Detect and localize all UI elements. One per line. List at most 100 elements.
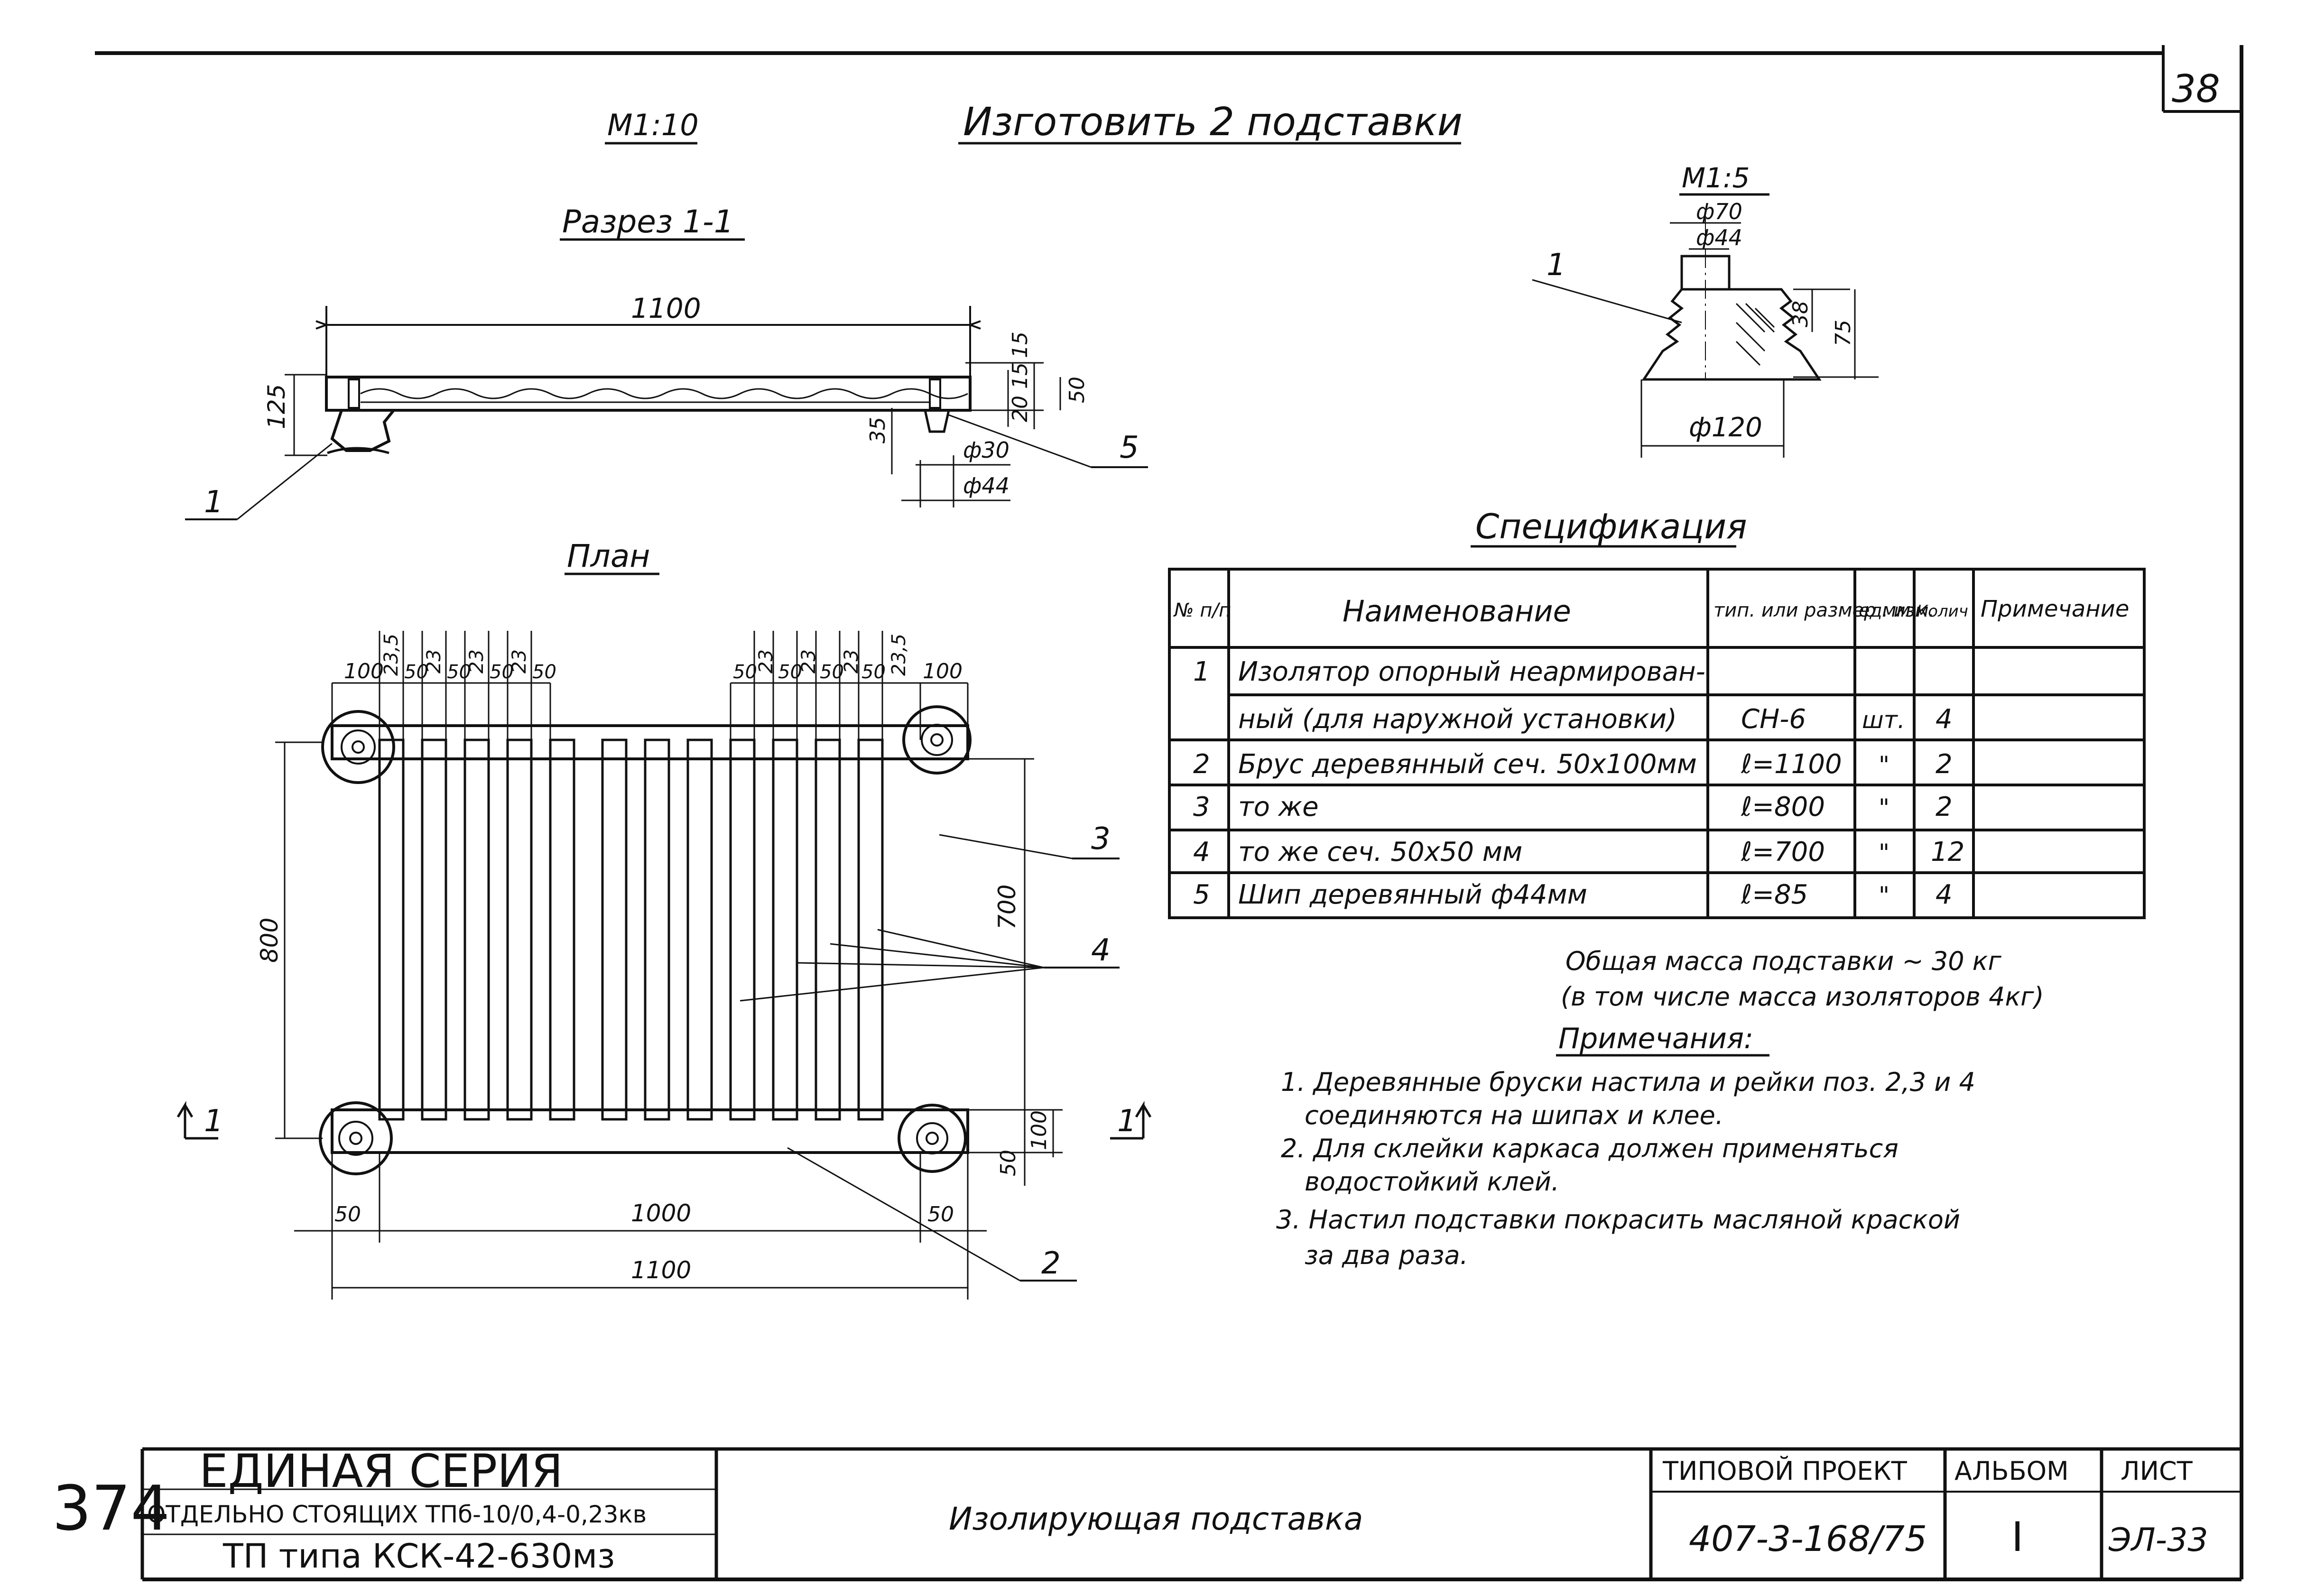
section-dim-50: 50: [1065, 377, 1089, 403]
plan-dim-top-l2: 50: [404, 661, 428, 683]
spec-header-note: Примечание: [1981, 596, 2129, 622]
plan-dim-top-r0: 50: [733, 661, 757, 683]
album-label: АЛЬБОМ: [1954, 1456, 2069, 1486]
spec-cell-name: Изолятор опорный неармирован-: [1238, 656, 1705, 687]
table-row: 5 Шип деревянный ф44мм ℓ=85 " 4: [1193, 879, 1953, 910]
section-mark-right: [1110, 1100, 1152, 1140]
spec-cell-num: 1: [1193, 656, 1210, 687]
plan-dim-top-r7: 23,5: [888, 634, 910, 676]
plan-view: 100 23,5 50 23 50 23 50 23 50 50 23 50 2…: [176, 631, 1152, 1300]
title-series: ЕДИНАЯ СЕРИЯ: [199, 1445, 563, 1498]
spec-cell-name: Брус деревянный сеч. 50х100мм: [1238, 749, 1697, 780]
plan-dim-top-r4: 50: [820, 661, 844, 683]
spec-cell-qty: 4: [1936, 704, 1953, 735]
plan-beam-top: [331, 724, 969, 760]
plan-dim-top-r5: 23: [841, 649, 862, 673]
plan-dim-top-l0: 100: [344, 659, 384, 683]
plan-dim-top-l3: 23: [423, 649, 445, 673]
section-dim-15a: 15: [1008, 332, 1032, 358]
drawing-name: Изолирующая подставка: [949, 1501, 1363, 1537]
spec-header-name: Наименование: [1343, 594, 1571, 628]
detail-insulator: [1641, 288, 1822, 381]
album-value: I: [2011, 1513, 2023, 1561]
plan-dim-top-r8: 100: [923, 659, 963, 683]
scale-main: М1:10: [607, 108, 699, 142]
callout-1-detail: 1: [1547, 248, 1566, 283]
plan-bottom-50-right: 50: [927, 1202, 954, 1227]
section-title: Разрез 1-1: [562, 203, 734, 240]
plan-beam-bottom: [331, 1108, 969, 1154]
detail-view: ф70 ф44 ф120 38 75 1: [1532, 199, 1879, 458]
plan-dim-top-l1: 23,5: [380, 634, 402, 676]
spec-cell-type: ℓ=700: [1741, 837, 1825, 867]
notes-title: Примечания:: [1558, 1022, 1753, 1055]
callout-1-section: 1: [204, 485, 223, 520]
plan-dim-top-l4: 50: [447, 661, 471, 683]
callout-3: 3: [1091, 821, 1111, 857]
plan-dim-top-l7: 23: [509, 649, 530, 673]
mass-line-2: (в том числе масса изоляторов 4кг): [1561, 982, 2044, 1012]
note-line-5: 3. Настил подставки покрасить масляной к…: [1276, 1205, 1960, 1235]
spec-cell-type: ℓ=800: [1741, 792, 1825, 822]
section-mark-left-label: 1: [204, 1104, 223, 1139]
spec-header-qty: Колич: [1917, 602, 1968, 621]
project-label: ТИПОВОЙ ПРОЕКТ: [1662, 1456, 1908, 1486]
section-length: 1100: [631, 292, 701, 324]
table-row: 4 то же сеч. 50х50 мм ℓ=700 " 12: [1193, 837, 1964, 867]
title-line-3: ТП типа КСК-42-630мз: [222, 1537, 615, 1576]
detail-scale: М1:5: [1682, 162, 1750, 194]
spec-cell-type: ℓ=1100: [1741, 749, 1842, 780]
sheet-number: 38: [2172, 67, 2220, 111]
table-row: ный (для наружной установки) СН-6 шт. 4: [1238, 704, 1953, 735]
callout-4: 4: [1091, 933, 1111, 968]
spec-cell-num: 5: [1193, 879, 1210, 910]
title-code: 374: [52, 1472, 170, 1544]
table-row: 1 Изолятор опорный неармирован-: [1193, 656, 1705, 687]
plan-bottom-1000: 1000: [631, 1199, 691, 1227]
detail-h-75: 75: [1831, 320, 1855, 346]
section-mark-right-label: 1: [1117, 1104, 1137, 1139]
spec-cell-name: то же сеч. 50х50 мм: [1238, 837, 1522, 867]
spec-cell-num: 3: [1193, 792, 1210, 822]
plan-dim-top-r3: 23: [798, 649, 820, 673]
detail-dia-70: ф70: [1696, 199, 1742, 224]
note-line-6: за два раза.: [1305, 1240, 1468, 1270]
section-view: 1100 15 15 20 50 35 125 ф30 ф44 5 1: [185, 292, 1148, 520]
plan-dim-top-r2: 50: [778, 661, 802, 683]
callout-5: 5: [1120, 430, 1139, 465]
plan-bottom-50-left: 50: [334, 1202, 361, 1227]
section-insulator-left: [330, 409, 395, 452]
sheet-number-box: [2162, 45, 2241, 113]
mass-line-1: Общая масса подставки ~ 30 кг: [1565, 946, 2001, 976]
spec-cell-unit: ": [1879, 751, 1889, 779]
sheet-value: ЭЛ-33: [2108, 1522, 2208, 1559]
spec-cell-name: ный (для наружной установки): [1238, 704, 1677, 735]
note-line-2: соединяются на шипах и клее.: [1305, 1100, 1723, 1130]
table-row: 3 то же ℓ=800 " 2: [1193, 792, 1953, 822]
spec-rows: 1 Изолятор опорный неармирован- ный (для…: [1193, 656, 1964, 910]
plan-dim-top-l6: 50: [490, 661, 514, 683]
section-dim-20: 20: [1008, 396, 1032, 422]
spec-title: Спецификация: [1475, 507, 1747, 546]
plan-bottom-1100: 1100: [631, 1256, 691, 1284]
spec-cell-unit: ": [1879, 794, 1889, 821]
plan-dim-top-r1: 23: [755, 649, 777, 673]
sheet-label: ЛИСТ: [2121, 1456, 2193, 1486]
plan-width-800: 800: [256, 918, 283, 963]
spec-cell-name: то же: [1238, 792, 1319, 822]
spec-header-type: тип. или размер мм: [1713, 600, 1911, 621]
spec-cell-unit: ": [1879, 839, 1889, 867]
plan-slats: [378, 738, 884, 1121]
plan-dim-50-right: 50: [996, 1150, 1020, 1176]
plan-dim-top-l8: 50: [532, 661, 556, 683]
plan-top-dim-lines: [331, 631, 969, 740]
detail-h-38: 38: [1788, 301, 1813, 327]
spec-cell-num: 4: [1193, 837, 1210, 867]
section-mark-left: [176, 1100, 218, 1140]
spec-cell-num: 2: [1193, 749, 1210, 780]
title-line-2: ОТДЕЛЬНО СТОЯЩИХ ТПб-10/0,4-0,23кв: [147, 1501, 647, 1528]
detail-hatch: [1735, 303, 1775, 366]
note-line-4: водостойкий клей.: [1305, 1167, 1559, 1197]
plan-dim-top-r6: 50: [861, 661, 886, 683]
